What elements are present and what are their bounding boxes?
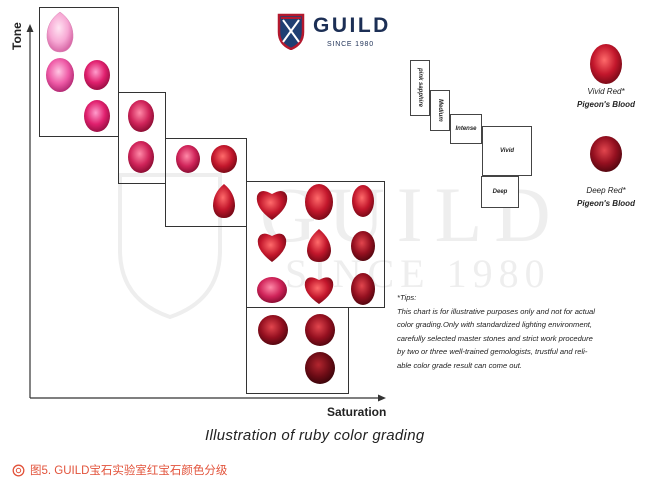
tone-step-vivid: Vivid — [482, 126, 532, 176]
gem-oval-pink-red-1 — [128, 100, 154, 132]
y-axis-arrow-icon — [26, 24, 34, 32]
guild-logo: GUILD SINCE 1980 — [277, 12, 388, 52]
grade-box-1 — [39, 7, 119, 137]
legend-vivid-sub: Pigeon's Blood — [577, 100, 635, 109]
gem-cushion-hot-pink — [84, 100, 110, 132]
gem-cushion-darkest-red — [305, 352, 335, 384]
shield-icon — [277, 13, 305, 50]
legend-gem-vivid — [590, 44, 622, 84]
x-axis-arrow-icon — [378, 394, 386, 402]
gem-oval-magenta-red — [176, 145, 200, 173]
gem-heart-red-3 — [304, 277, 334, 304]
gem-oval-deep-red-1 — [351, 231, 375, 261]
gem-heart-red-1 — [256, 190, 288, 220]
watermark-shield-icon — [118, 173, 222, 320]
gem-cushion-deep-red — [305, 314, 335, 346]
tone-step-medium: Medium — [430, 90, 450, 131]
tips-line: carefully selected master stones and str… — [397, 333, 593, 343]
gem-pear-red-2 — [307, 229, 331, 262]
gem-oval-pink-red-2 — [128, 141, 154, 173]
gem-round-deep-red — [258, 315, 288, 345]
tips-line: able color grade result can come out. — [397, 360, 522, 370]
tips-line: This chart is for illustrative purposes … — [397, 306, 595, 316]
caption-text: 图5. GUILD宝石实验室红宝石颜色分级 — [30, 465, 228, 477]
tone-step-pink-sapphire: pink sapphire — [410, 60, 430, 116]
legend-deep-sub: Pigeon's Blood — [577, 199, 635, 208]
legend-vivid-name: Vivid Red* — [587, 87, 625, 96]
tone-step-deep: Deep — [481, 176, 519, 208]
gem-heart-red-2 — [257, 233, 287, 262]
gem-oval-deep-red-2 — [351, 273, 375, 305]
gem-cushion-pink — [84, 60, 110, 90]
tone-step-intense: Intense — [450, 114, 482, 144]
tips-line: by two or three well-trained gemologists… — [397, 347, 588, 356]
caption: 图5. GUILD宝石实验室红宝石颜色分级 — [12, 462, 227, 478]
grade-box-5 — [246, 307, 349, 394]
gem-oval-pink — [46, 58, 74, 92]
logo-since: SINCE 1980 — [327, 41, 374, 48]
diagram-title: Illustration of ruby color grading — [205, 427, 425, 444]
x-axis-label: Saturation — [327, 405, 387, 419]
tips-line: color grading.Only with standardized lig… — [397, 320, 593, 329]
gem-oval-red-1 — [211, 145, 237, 173]
gem-cushion-red-2 — [257, 277, 287, 303]
gem-pear-red — [213, 184, 235, 218]
gem-cushion-red-1 — [305, 184, 333, 220]
gem-oval-red-2 — [352, 185, 374, 217]
legend-deep-name: Deep Red* — [586, 186, 626, 195]
logo-brand: GUILD — [313, 14, 391, 37]
gem-pear-pink — [46, 11, 74, 53]
circle-icon — [12, 464, 25, 476]
tips-heading: *Tips: — [397, 293, 417, 302]
legend-gem-deep — [590, 136, 622, 172]
tips-block: *Tips: This chart is for illustrative pu… — [397, 291, 647, 372]
